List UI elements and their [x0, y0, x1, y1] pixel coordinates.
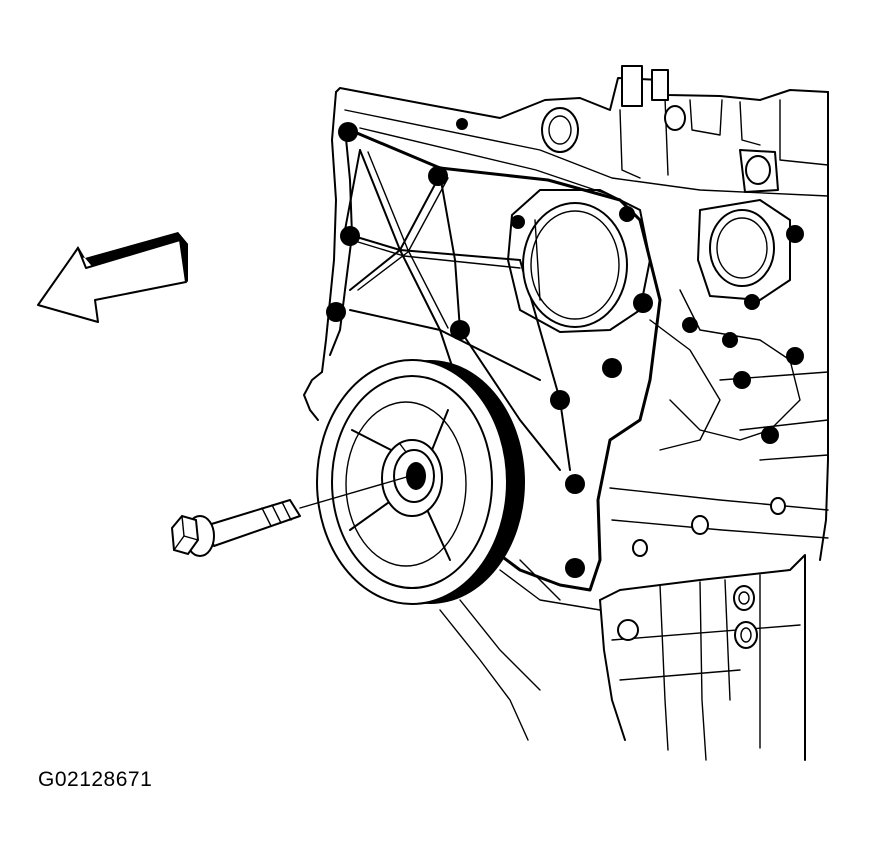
pump-housing [507, 189, 651, 333]
engine-block [303, 65, 829, 561]
balancer-bolt [170, 475, 411, 557]
cover-bolts [326, 118, 804, 578]
top-cap [541, 105, 686, 153]
figure-id-label: G02128671 [38, 768, 153, 791]
oil-pan [439, 497, 806, 761]
direction-arrow-icon [37, 232, 188, 323]
thermostat-housing [649, 149, 801, 451]
crankshaft-balancer [316, 359, 525, 605]
